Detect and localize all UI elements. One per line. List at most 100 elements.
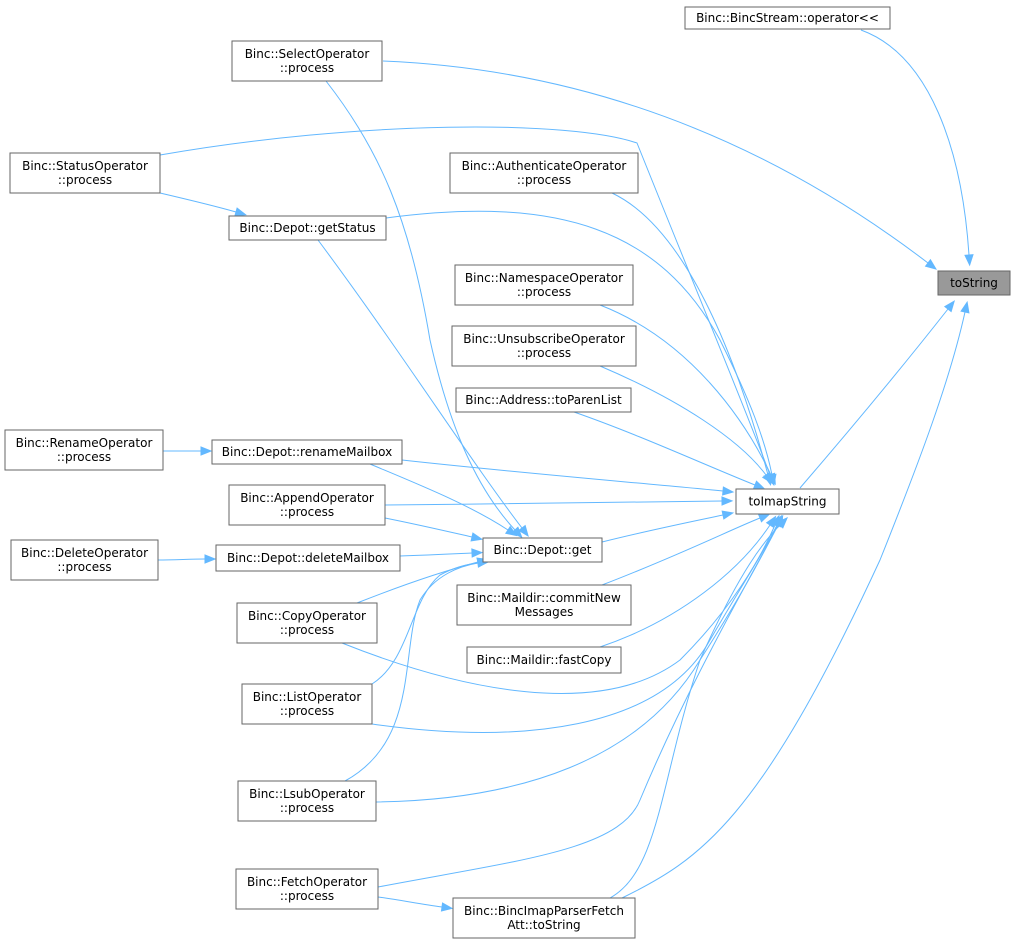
edge-line — [573, 411, 756, 486]
node-toImapString[interactable]: toImapString — [735, 488, 840, 515]
edge-line — [385, 210, 773, 476]
node-box[interactable] — [9, 152, 161, 194]
node-box[interactable] — [452, 897, 636, 939]
node-label-line: Binc::StatusOperator — [22, 159, 148, 173]
node-label-line: Binc::BincImapParserFetch — [464, 904, 624, 918]
node-listOp[interactable]: Binc::ListOperator::process — [241, 683, 373, 725]
edge-line — [860, 29, 970, 256]
node-lsubOp[interactable]: Binc::LsubOperator::process — [237, 780, 377, 822]
node-label-line: Binc::CopyOperator — [248, 609, 366, 623]
edge-appendOp-to-depotGet — [384, 517, 484, 542]
node-label-line: ::process — [57, 450, 111, 464]
node-label-line: Binc::ListOperator — [253, 690, 362, 704]
node-box[interactable] — [456, 584, 632, 626]
node-box[interactable] — [235, 868, 379, 910]
edge-renameOp-to-depotRename — [162, 446, 213, 456]
edge-addressToParen-to-toImapString — [573, 411, 766, 490]
node-box[interactable] — [455, 387, 632, 413]
node-box[interactable] — [228, 484, 386, 526]
edge-line — [377, 896, 443, 908]
edge-line — [621, 311, 966, 899]
edge-arrowhead — [470, 532, 484, 542]
edge-arrowhead — [924, 258, 938, 270]
node-box[interactable] — [449, 152, 639, 194]
node-label-line: Binc::RenameOperator — [16, 436, 153, 450]
node-bincStreamOp[interactable]: Binc::BincStream::operator<< — [684, 6, 891, 30]
edge-arrowhead — [517, 524, 529, 538]
node-maildirFastCopy[interactable]: Binc::Maildir::fastCopy — [466, 646, 622, 674]
edge-depotRename-to-depotGet — [369, 463, 518, 537]
node-box[interactable] — [215, 544, 401, 572]
node-depotRename[interactable]: Binc::Depot::renameMailbox — [211, 439, 403, 465]
node-copyOp[interactable]: Binc::CopyOperator::process — [236, 602, 378, 644]
node-statusOp[interactable]: Binc::StatusOperator::process — [9, 152, 161, 194]
node-appendOp[interactable]: Binc::AppendOperator::process — [228, 484, 386, 526]
edge-depotGetStatus-to-depotGet — [317, 239, 529, 538]
node-label-line: Binc::Depot::getStatus — [239, 221, 375, 235]
edge-line — [609, 524, 781, 899]
edge-arrowhead — [722, 486, 735, 496]
call-edges — [157, 29, 974, 912]
node-box[interactable] — [684, 6, 891, 30]
node-label-line: ::process — [280, 61, 334, 75]
edge-arrowhead — [761, 471, 773, 485]
edge-arrowhead — [440, 902, 454, 912]
edge-arrowhead — [721, 496, 734, 506]
node-label-line: Binc::NamespaceOperator — [465, 271, 623, 285]
node-box[interactable] — [241, 683, 373, 725]
node-box[interactable] — [211, 439, 403, 465]
edge-line — [384, 517, 473, 538]
node-depotGetStatus[interactable]: Binc::Depot::getStatus — [228, 215, 387, 241]
edge-line — [371, 562, 479, 685]
node-deleteOp[interactable]: Binc::DeleteOperator::process — [10, 539, 159, 581]
node-box[interactable] — [454, 264, 634, 306]
edge-bincStreamOp-to-toString — [860, 29, 974, 267]
edge-deleteOp-to-depotDelete — [157, 554, 217, 564]
edge-line — [157, 558, 206, 561]
node-authOp[interactable]: Binc::AuthenticateOperator::process — [449, 152, 639, 194]
node-box[interactable] — [237, 780, 377, 822]
node-box[interactable] — [466, 646, 622, 674]
node-fetchOp[interactable]: Binc::FetchOperator::process — [235, 868, 379, 910]
node-label-line: Binc::LsubOperator — [249, 787, 365, 801]
node-box[interactable] — [231, 40, 383, 82]
node-unsubscribeOp[interactable]: Binc::UnsubscribeOperator::process — [451, 325, 637, 367]
node-renameOp[interactable]: Binc::RenameOperator::process — [4, 429, 164, 471]
edge-arrowhead — [752, 480, 766, 490]
node-box[interactable] — [10, 539, 159, 581]
node-depotDelete[interactable]: Binc::Depot::deleteMailbox — [215, 544, 401, 572]
edge-line — [369, 463, 509, 531]
edge-arrowhead — [960, 300, 970, 314]
node-depotGet[interactable]: Binc::Depot::get — [482, 537, 603, 563]
node-addressToParen[interactable]: Binc::Address::toParenList — [455, 387, 632, 413]
node-box[interactable] — [451, 325, 637, 367]
edge-fetchAttToString-to-toString — [621, 300, 970, 899]
edge-arrowhead — [511, 526, 523, 539]
edge-selectOp-to-depotGet — [325, 80, 523, 539]
node-toString[interactable]: toString — [937, 270, 1011, 296]
node-label-line: Binc::SelectOperator — [245, 47, 370, 61]
edge-line — [611, 192, 769, 476]
edge-line — [371, 524, 778, 733]
edge-line — [317, 239, 523, 529]
node-label-line: ::process — [280, 704, 334, 718]
edge-line — [599, 524, 771, 648]
edge-line — [325, 80, 516, 531]
node-box[interactable] — [937, 270, 1011, 296]
node-label-line: Binc::Depot::get — [494, 543, 592, 557]
node-label-line: Binc::AuthenticateOperator — [462, 159, 627, 173]
edge-depotGet-to-toImapString — [601, 510, 735, 543]
node-box[interactable] — [735, 488, 840, 515]
node-selectOp[interactable]: Binc::SelectOperator::process — [231, 40, 383, 82]
edge-arrowhead — [943, 300, 956, 313]
node-box[interactable] — [228, 215, 387, 241]
node-box[interactable] — [482, 537, 603, 563]
node-box[interactable] — [4, 429, 164, 471]
node-namespaceOp[interactable]: Binc::NamespaceOperator::process — [454, 264, 634, 306]
node-box[interactable] — [236, 602, 378, 644]
edge-appendOp-to-toImapString — [384, 496, 734, 506]
